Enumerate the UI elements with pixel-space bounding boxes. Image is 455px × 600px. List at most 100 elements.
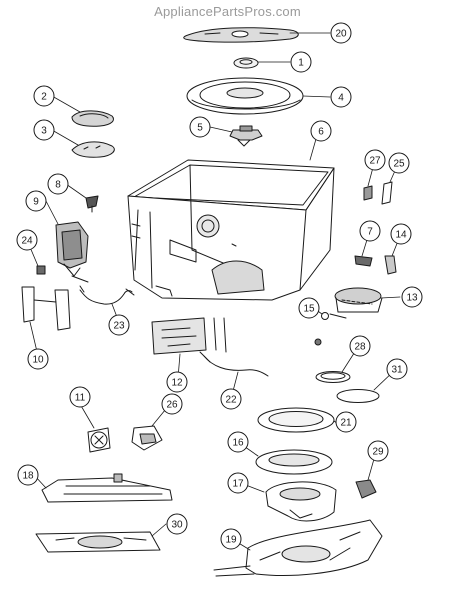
callout-number: 4 — [338, 93, 344, 104]
callout-number: 26 — [166, 400, 178, 411]
callout-23: 23 — [108, 314, 130, 336]
callout-12: 12 — [166, 371, 188, 393]
callout-7: 7 — [359, 220, 381, 242]
callout-27: 27 — [364, 149, 386, 171]
control-board — [151, 317, 207, 355]
callout-22: 22 — [220, 388, 242, 410]
callout-28: 28 — [349, 335, 371, 357]
callout-number: 17 — [232, 479, 244, 490]
rail-bracket — [21, 286, 71, 331]
callout-number: 15 — [303, 304, 315, 315]
callout-number: 30 — [171, 520, 183, 531]
seal-ring — [336, 389, 380, 403]
tub-body — [127, 159, 335, 301]
lower-panel — [35, 531, 161, 553]
callout-circle — [108, 314, 130, 336]
fan-part — [87, 427, 111, 453]
callout-4: 4 — [330, 86, 352, 108]
callout-circle — [220, 528, 242, 550]
callout-circle — [161, 393, 183, 415]
callout-15: 15 — [298, 297, 320, 319]
callout-circle — [335, 411, 357, 433]
callout-circle — [27, 348, 49, 370]
callout-number: 20 — [335, 29, 347, 40]
callout-number: 8 — [55, 180, 61, 191]
callout-number: 14 — [395, 230, 407, 241]
pump-assembly — [55, 221, 89, 283]
callout-16: 16 — [227, 431, 249, 453]
callout-number: 7 — [367, 227, 373, 238]
callout-circle — [330, 86, 352, 108]
callout-6: 6 — [310, 120, 332, 142]
hose-part — [79, 285, 135, 305]
callout-11: 11 — [69, 386, 91, 408]
callout-number: 25 — [393, 159, 405, 170]
callout-circle — [310, 120, 332, 142]
callout-number: 12 — [171, 378, 183, 389]
callout-number: 31 — [391, 365, 403, 376]
callout-circle — [33, 119, 55, 141]
sump-cover — [265, 481, 337, 522]
callout-number: 29 — [372, 447, 384, 458]
callout-circle — [330, 22, 352, 44]
callout-number: 28 — [354, 342, 366, 353]
filter-plate — [255, 449, 333, 475]
callout-circle — [47, 173, 69, 195]
callout-29: 29 — [367, 440, 389, 462]
callout-8: 8 — [47, 173, 69, 195]
callout-circle — [364, 149, 386, 171]
callout-circle — [401, 286, 423, 308]
callout-24: 24 — [16, 229, 38, 251]
callout-9: 9 — [25, 190, 47, 212]
wire-harness — [199, 317, 269, 377]
callout-number: 6 — [318, 127, 324, 138]
callout-circle — [290, 51, 312, 73]
callout-circle — [227, 472, 249, 494]
callout-circle — [227, 431, 249, 453]
callout-circle — [349, 335, 371, 357]
callout-30: 30 — [166, 513, 188, 535]
callout-circle — [386, 358, 408, 380]
callout-19: 19 — [220, 528, 242, 550]
callout-number: 19 — [225, 535, 237, 546]
hub-assembly — [229, 125, 263, 147]
callout-circle — [367, 440, 389, 462]
callout-number: 2 — [41, 92, 47, 103]
callout-20: 20 — [330, 22, 352, 44]
lower-disc — [186, 77, 304, 115]
callout-18: 18 — [17, 464, 39, 486]
callout-number: 23 — [113, 321, 125, 332]
callout-13: 13 — [401, 286, 423, 308]
callout-number: 3 — [41, 126, 47, 137]
motor-assembly — [329, 287, 383, 319]
large-ring — [257, 407, 335, 433]
callout-circle — [388, 152, 410, 174]
gasket-ring — [315, 371, 351, 383]
pad-part — [71, 110, 114, 127]
callout-number: 27 — [369, 156, 381, 167]
callout-21: 21 — [335, 411, 357, 433]
callout-26: 26 — [161, 393, 183, 415]
callout-circle — [359, 220, 381, 242]
callout-14: 14 — [390, 223, 412, 245]
callout-circle — [69, 386, 91, 408]
base-tray — [213, 519, 383, 577]
callout-number: 9 — [33, 197, 39, 208]
callout-number: 11 — [75, 393, 86, 404]
callout-circle — [220, 388, 242, 410]
callout-25: 25 — [388, 152, 410, 174]
callout-number: 16 — [232, 438, 244, 449]
callout-circle — [166, 513, 188, 535]
spray-arm-nut — [233, 57, 259, 69]
small-part-14 — [384, 255, 397, 275]
small-clip — [36, 265, 46, 275]
callout-2: 2 — [33, 85, 55, 107]
callout-1: 1 — [290, 51, 312, 73]
callout-number: 18 — [22, 471, 34, 482]
latch-part — [355, 479, 377, 499]
callout-number: 22 — [225, 395, 237, 406]
callout-circle — [33, 85, 55, 107]
seal-part — [314, 312, 329, 346]
callout-10: 10 — [27, 348, 49, 370]
small-part-27 — [363, 185, 373, 201]
